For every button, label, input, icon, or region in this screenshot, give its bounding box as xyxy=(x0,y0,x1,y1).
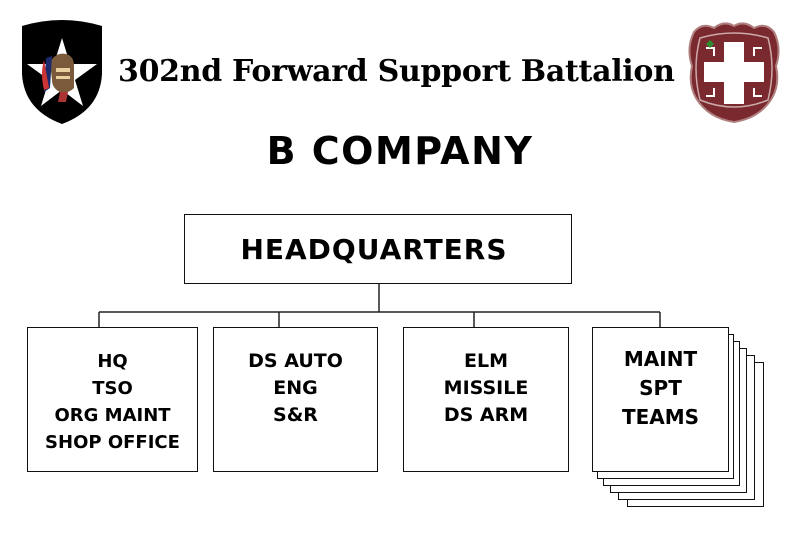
unit-line: MISSILE xyxy=(443,377,529,399)
headquarters-box: HEADQUARTERS xyxy=(184,214,572,284)
unit-line: S&R xyxy=(273,404,318,426)
headquarters-label: HEADQUARTERS xyxy=(240,232,508,266)
unit-line: ENG xyxy=(273,377,318,399)
unit-line: DS AUTO xyxy=(248,350,343,372)
unit-box-elm-missile: ELM MISSILE DS ARM xyxy=(403,327,569,472)
unit-box-maint-spt-teams: MAINT SPT TEAMS xyxy=(592,327,729,472)
unit-line: TSO xyxy=(92,378,133,399)
medical-cross-crest-icon xyxy=(684,18,784,124)
unit-line: SHOP OFFICE xyxy=(45,432,180,453)
battalion-title: 302nd Forward Support Battalion xyxy=(118,54,675,89)
company-title: B COMPANY xyxy=(266,129,534,173)
unit-line: MAINT xyxy=(623,347,698,371)
unit-line: ORG MAINT xyxy=(54,405,171,426)
unit-box-ds-auto: DS AUTO ENG S&R xyxy=(213,327,378,472)
unit-line: ELM xyxy=(464,350,508,372)
unit-line: DS ARM xyxy=(443,404,529,426)
indianhead-star-shield-icon xyxy=(16,18,108,126)
unit-line: HQ xyxy=(97,351,128,372)
unit-box-hq-tso: HQ TSO ORG MAINT SHOP OFFICE xyxy=(27,327,198,472)
unit-line: TEAMS xyxy=(621,405,700,429)
unit-line: SPT xyxy=(639,376,682,400)
